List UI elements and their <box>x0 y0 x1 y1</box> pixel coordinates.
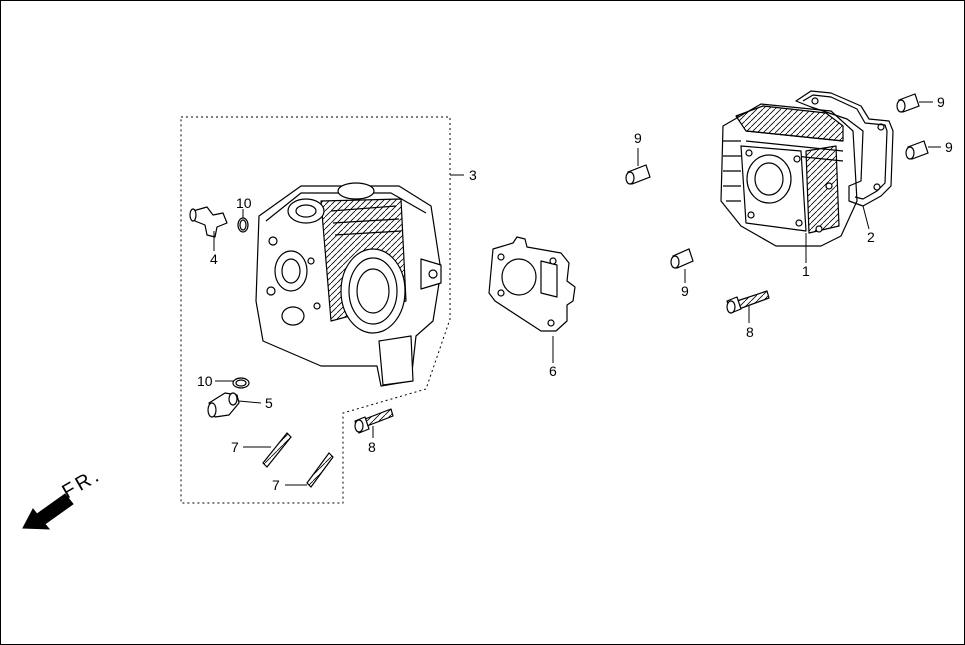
callout-3: 3 <box>469 167 477 183</box>
callout-5: 5 <box>265 395 273 411</box>
callout-8b: 8 <box>746 324 754 340</box>
callout-9c: 9 <box>937 94 945 110</box>
cylinder-gasket-icon <box>795 90 894 207</box>
cylinder-head-icon <box>255 182 442 387</box>
leader-lines <box>213 101 941 486</box>
cylinder-block-icon <box>720 103 858 247</box>
callout-7b: 7 <box>272 477 280 493</box>
callout-6: 6 <box>549 363 557 379</box>
callout-8a: 8 <box>368 439 376 455</box>
o-ring-icon <box>232 217 250 389</box>
callout-7a: 7 <box>231 439 239 455</box>
callout-10b: 10 <box>197 373 213 389</box>
head-gasket-icon <box>488 236 576 332</box>
callout-2: 2 <box>867 229 875 245</box>
assembly-boundary <box>180 116 451 504</box>
callout-10a: 10 <box>236 195 252 211</box>
dowel-pin-icon <box>625 93 929 269</box>
flange-bolt-icon <box>354 290 770 434</box>
front-direction-arrow-icon <box>22 493 74 530</box>
callout-1: 1 <box>802 263 810 279</box>
callout-9a: 9 <box>634 130 642 146</box>
callout-4: 4 <box>210 251 218 267</box>
intake-fitting-icon <box>189 206 240 418</box>
stud-bolt-icon <box>262 432 334 488</box>
callout-9b: 9 <box>681 283 689 299</box>
callout-9d: 9 <box>945 139 953 155</box>
front-direction-label: FR. <box>59 464 106 504</box>
